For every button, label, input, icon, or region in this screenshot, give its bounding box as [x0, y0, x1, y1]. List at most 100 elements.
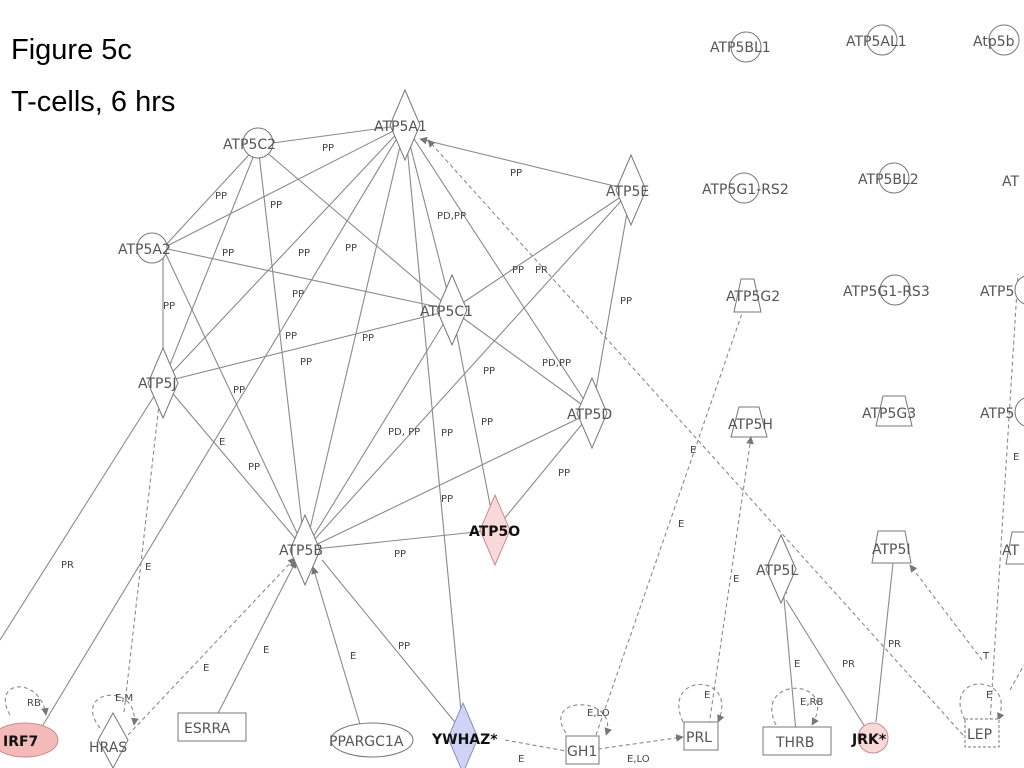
edge [304, 309, 453, 551]
label-atp5b-mouse: Atp5b [973, 34, 1015, 50]
node-atp5l[interactable] [765, 533, 797, 605]
edge [4, 686, 49, 716]
node-esrra[interactable] [177, 712, 247, 742]
node-gh1[interactable] [565, 735, 600, 765]
edge [1009, 664, 1024, 691]
edge [257, 124, 406, 146]
edge-label: E [794, 659, 800, 670]
edge-label: E [678, 519, 684, 530]
edge [39, 124, 406, 731]
node-ywhaz[interactable] [447, 701, 479, 768]
edge-label: PP [270, 200, 282, 211]
edge-label: PR [888, 639, 901, 650]
node-atp5g1-rs3[interactable] [879, 274, 911, 306]
edge-label: PP [292, 289, 304, 300]
edge [311, 566, 363, 732]
edge [560, 704, 612, 736]
node-atp5bl1[interactable] [730, 31, 762, 63]
edge-label: PP [441, 428, 453, 439]
edge-labels: PP PP PP PP PD,PP PP PP PP PP PR PP PP P… [27, 143, 1019, 765]
node-labels: ATP5A1 ATP5C2 ATP5E ATP5A2 ATP5C1 ATP5J … [3, 34, 1019, 760]
edge-label: E [145, 562, 151, 573]
edge [504, 739, 567, 752]
node-ppargc1a[interactable] [330, 722, 414, 758]
edge-label: PR [535, 265, 548, 276]
edge [785, 599, 871, 736]
edge-label: PP [298, 248, 310, 259]
node-thrb[interactable] [762, 726, 832, 756]
node-hras[interactable] [97, 711, 129, 768]
node-atp5a1[interactable] [389, 88, 421, 162]
label-atp5i: ATP5I [872, 542, 911, 558]
edge-label: PP [398, 641, 410, 652]
node-atp5g1-rs2[interactable] [728, 172, 760, 204]
node-atp5g3[interactable] [875, 395, 913, 427]
edge [404, 124, 464, 733]
edge-label: PP [322, 143, 334, 154]
edge-label: PP [481, 417, 493, 428]
edge-label: PP [285, 331, 297, 342]
node-cut-right-2[interactable] [1014, 275, 1024, 305]
node-atp5g2[interactable] [733, 278, 762, 313]
edges-dashed [4, 139, 1024, 752]
label-lep: LEP [967, 727, 992, 743]
label-atp5c1: ATP5C1 [420, 304, 473, 320]
node-atp5i[interactable] [871, 530, 912, 564]
node-atp5bl2[interactable] [878, 162, 910, 194]
node-jrk[interactable] [857, 722, 889, 754]
node-atp5c2[interactable] [242, 127, 274, 159]
edge [257, 144, 453, 311]
node-atp5d[interactable] [576, 376, 608, 450]
edge [451, 309, 593, 413]
node-prl[interactable] [683, 721, 719, 751]
edge [162, 124, 406, 383]
node-cut-right-4[interactable] [1005, 531, 1024, 565]
node-atp5al1[interactable] [866, 24, 898, 56]
edge [595, 295, 750, 736]
node-atp5h[interactable] [730, 406, 768, 438]
edge [162, 381, 306, 551]
edge [162, 247, 453, 311]
edge-label: PP [163, 301, 175, 312]
label-atp5al1: ATP5AL1 [846, 34, 907, 50]
label-atp5j: ATP5J [138, 376, 177, 392]
edge-label: E [350, 651, 356, 662]
figure-title: Figure 5c [11, 34, 132, 66]
node-atp5b-mouse[interactable] [988, 24, 1020, 56]
edge [451, 309, 496, 531]
edge [321, 559, 464, 733]
label-cut-right-2: ATP5 [980, 284, 1014, 300]
label-atp5e: ATP5E [606, 184, 649, 200]
edge [404, 124, 593, 413]
edge [0, 381, 164, 641]
edge [959, 683, 1005, 721]
label-cut-right-1: AT [1002, 174, 1019, 190]
edge [427, 139, 964, 736]
edge-label: PD, PP [388, 427, 420, 438]
node-atp5o[interactable] [479, 493, 511, 567]
node-irf7[interactable] [0, 722, 59, 758]
node-atp5a2[interactable] [136, 232, 168, 264]
edge [123, 395, 164, 713]
edge-label: E [518, 754, 524, 765]
edge [304, 411, 593, 551]
label-atp5a1: ATP5A1 [374, 119, 427, 135]
node-lep[interactable] [964, 718, 1000, 748]
node-cut-right-3[interactable] [1014, 397, 1024, 427]
label-cut-right-4: AT [1002, 543, 1019, 559]
edge [989, 273, 1019, 723]
label-atp5g2: ATP5G2 [726, 289, 780, 305]
edge-label: E [690, 445, 696, 456]
figure-subtitle: T-cells, 6 hrs [11, 86, 176, 118]
label-atp5o: ATP5O [469, 524, 520, 540]
node-atp5e[interactable] [615, 153, 647, 227]
node-atp5c1[interactable] [436, 273, 468, 347]
label-atp5bl1: ATP5BL1 [710, 40, 771, 56]
edge [304, 529, 496, 551]
node-atp5b[interactable] [289, 513, 321, 587]
edge-label: PP [620, 296, 632, 307]
edge [909, 564, 983, 661]
node-atp5j[interactable] [147, 346, 179, 420]
edge [678, 683, 725, 723]
